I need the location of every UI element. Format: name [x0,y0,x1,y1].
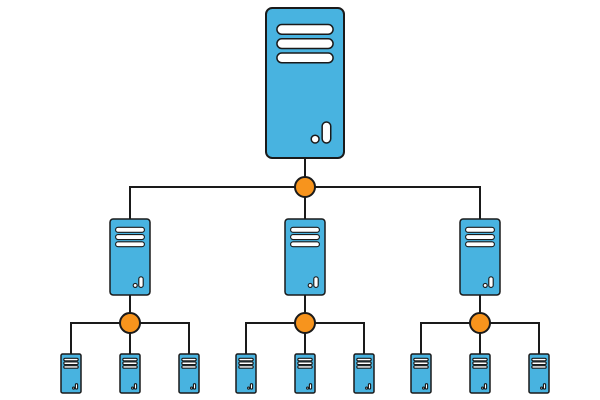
status-light [306,386,310,390]
status-light [190,386,194,390]
status-bar [483,383,488,390]
drive-slot [356,357,372,362]
status-bar [321,121,332,144]
status-bar [308,383,313,390]
status-light [131,386,135,390]
middle-leaf-3 [353,353,375,394]
drive-slot [63,357,79,362]
drive-slot [472,357,488,362]
server-nodes [60,7,550,394]
drive-slot [472,361,488,366]
drive-slot [290,234,320,241]
drive-slot [297,361,313,366]
status-bar [192,383,197,390]
drive-slot [413,357,429,362]
drive-slot [413,365,429,369]
status-light [540,386,544,390]
status-light [365,386,369,390]
status-bar [138,276,144,288]
root-hub-node [294,176,316,198]
drive-slot [63,361,79,366]
drive-slot [472,365,488,369]
drive-slot [238,361,254,366]
status-bar [488,276,494,288]
root-server [265,7,345,159]
right-leaf-3 [528,353,550,394]
status-light [72,386,76,390]
status-light [247,386,251,390]
drive-slot [181,357,197,362]
drive-slot [531,361,547,366]
status-bar [133,383,138,390]
status-bar [313,276,319,288]
left-leaf-3 [178,353,200,394]
drive-slot [297,365,313,369]
status-bar [542,383,547,390]
status-bar [367,383,372,390]
status-bar [424,383,429,390]
drive-slot [115,241,145,248]
right-leaf-2 [469,353,491,394]
drive-slot [356,365,372,369]
middle-server-hub-node [294,312,316,334]
status-bar [249,383,254,390]
drive-slot [465,226,495,233]
drive-slot [290,226,320,233]
drive-slot [531,357,547,362]
middle-leaf-1 [235,353,257,394]
drive-slot [276,52,334,64]
status-light [132,282,138,288]
drive-slot [181,361,197,366]
status-light [310,134,320,144]
left-leaf-2 [119,353,141,394]
status-light [482,282,488,288]
middle-leaf-2 [294,353,316,394]
status-light [422,386,426,390]
left-server [109,218,151,296]
drive-slot [413,361,429,366]
drive-slot [531,365,547,369]
left-leaf-1 [60,353,82,394]
drive-slot [122,361,138,366]
right-server [459,218,501,296]
drive-slot [63,365,79,369]
middle-server [284,218,326,296]
drive-slot [181,365,197,369]
drive-slot [122,357,138,362]
right-leaf-1 [410,353,432,394]
drive-slot [276,23,334,35]
drive-slot [115,234,145,241]
drive-slot [115,226,145,233]
drive-slot [238,365,254,369]
status-light [307,282,313,288]
drive-slot [356,361,372,366]
left-server-hub-node [119,312,141,334]
drive-slot [238,357,254,362]
drive-slot [465,234,495,241]
drive-slot [297,357,313,362]
right-server-hub-node [469,312,491,334]
hub-nodes [119,176,491,334]
drive-slot [290,241,320,248]
drive-slot [122,365,138,369]
status-light [481,386,485,390]
drive-slot [276,38,334,50]
status-bar [74,383,79,390]
drive-slot [465,241,495,248]
